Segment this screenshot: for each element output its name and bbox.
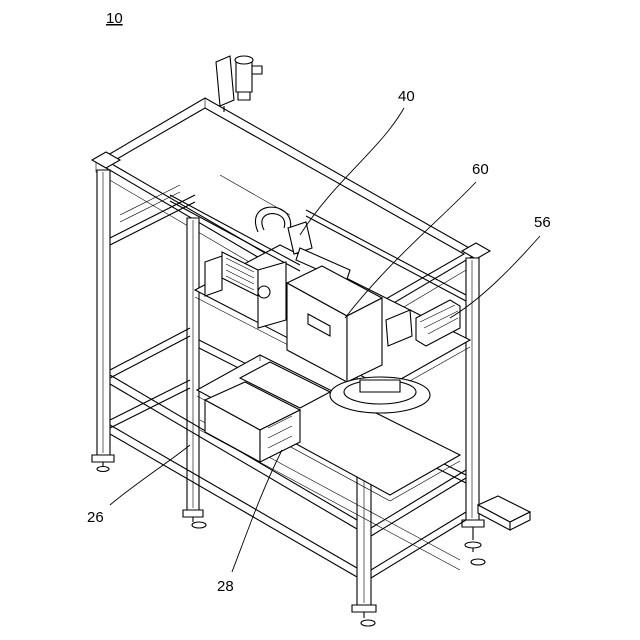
machine-frame [92,98,490,626]
front-left-upright [92,170,114,472]
leader-28 [232,450,282,572]
front-middle-upright [183,218,206,528]
left-side-rails [110,195,195,428]
ref-label-56: 56 [534,214,551,231]
ref-label-60: 60 [472,161,489,178]
ref-label-26: 26 [87,509,104,526]
rear-right-upright [462,258,485,565]
ref-label-40: 40 [398,88,415,105]
ref-label-28: 28 [217,578,234,595]
figure-number: 10 [106,10,123,27]
leader-26 [110,445,190,505]
air-regulator-assembly [216,56,262,112]
